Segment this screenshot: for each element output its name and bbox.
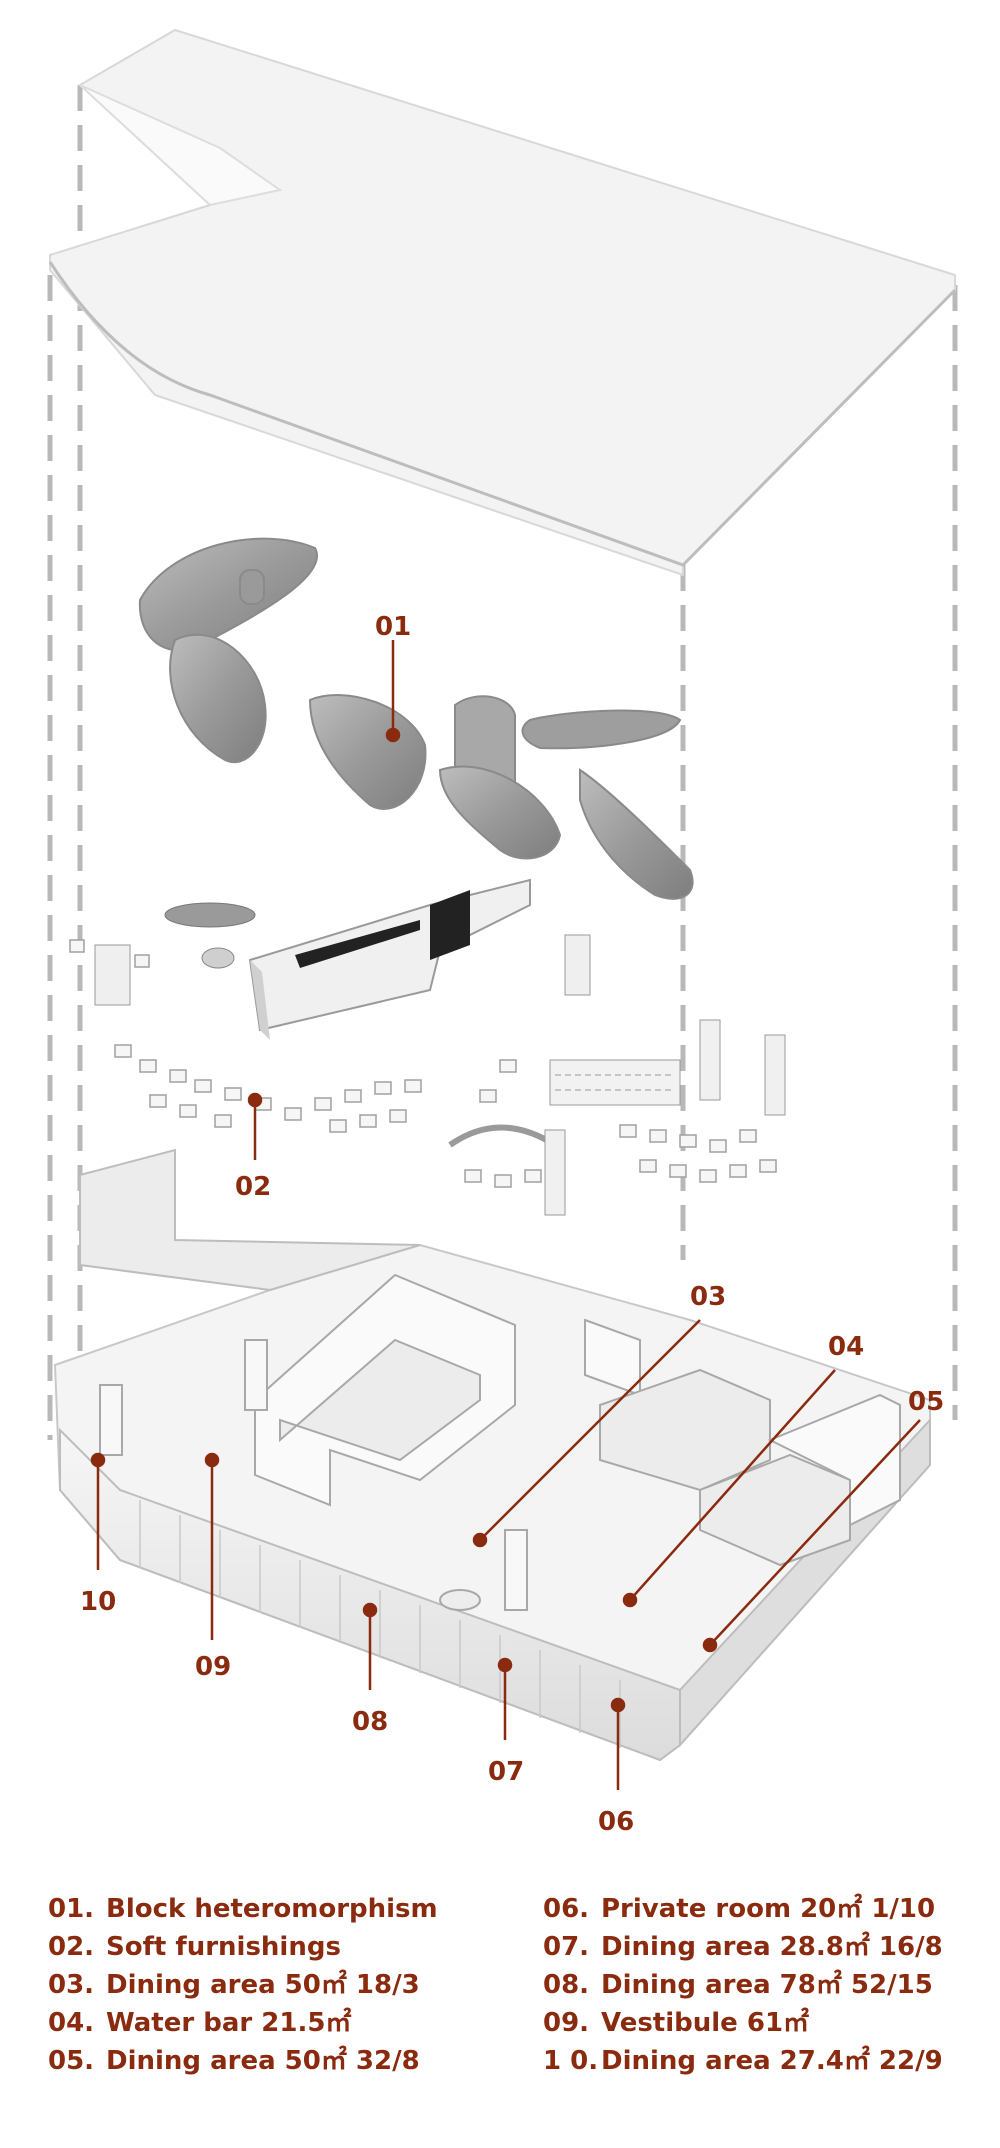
ceiling-petals — [138, 537, 694, 900]
shelving-unit-left — [94, 944, 131, 1006]
legend-item-08: 08.Dining area 78㎡ 52/15 — [543, 1970, 933, 2000]
legend-item-07: 07.Dining area 28.8㎡ 16/8 — [543, 1932, 943, 1962]
curved-bench — [448, 1124, 557, 1148]
callout-02: 02 — [235, 1172, 271, 1202]
facade-mullions — [139, 1500, 621, 1748]
roof-top — [49, 28, 956, 577]
petal-7 — [579, 768, 694, 900]
legend: 01.Block heteromorphism 02.Soft furnishi… — [48, 1890, 988, 2110]
legend-item-10: 1 0.Dining area 27.4㎡ 22/9 — [543, 2046, 943, 2076]
legend-item-01: 01.Block heteromorphism — [48, 1894, 438, 1924]
callout-labels: 01 02 03 04 05 06 07 08 09 10 — [80, 612, 944, 1837]
legend-item-05: 05.Dining area 50㎡ 32/8 — [48, 2046, 420, 2076]
room-05-walls — [767, 1393, 901, 1527]
petal-6 — [438, 765, 562, 860]
legend-item-06: 06.Private room 20㎡ 1/10 — [543, 1894, 936, 1924]
display-cabinet — [549, 1059, 681, 1106]
legend-column-left: 01.Block heteromorphism 02.Soft furnishi… — [48, 1890, 518, 2080]
round-column — [439, 1589, 481, 1611]
roof-edge — [48, 261, 957, 567]
bar-black-block — [430, 890, 470, 960]
legend-column-right: 06.Private room 20㎡ 1/10 07.Dining area … — [543, 1890, 1000, 2080]
ground-floor — [53, 1148, 931, 1762]
post-unit — [544, 1129, 566, 1216]
legend-item-09: 09.Vestibule 61㎡ — [543, 2008, 810, 2038]
room-04-walls — [699, 1453, 851, 1567]
callout-leaders — [90, 640, 921, 1790]
petal-1 — [138, 537, 318, 652]
entrance-ramp — [79, 1148, 421, 1292]
interior-walls — [99, 1273, 901, 1611]
column-2 — [99, 1384, 123, 1456]
round-table — [201, 947, 235, 969]
tall-cabinet-1 — [699, 1019, 721, 1101]
callout-08: 08 — [352, 1707, 388, 1737]
petal-3 — [308, 694, 427, 810]
room-03-walls — [599, 1368, 771, 1492]
petal-stem — [239, 569, 265, 605]
callout-05: 05 — [908, 1387, 944, 1417]
dining-sets — [69, 939, 777, 1188]
callout-01: 01 — [375, 612, 411, 642]
column-3 — [244, 1339, 268, 1411]
bar-side — [250, 960, 270, 1040]
callout-03: 03 — [690, 1282, 726, 1312]
callout-06: 06 — [598, 1807, 634, 1837]
oval-counter — [164, 902, 256, 928]
roof-slab — [48, 28, 957, 577]
column-1 — [504, 1529, 528, 1611]
legend-item-02: 02.Soft furnishings — [48, 1932, 341, 1962]
roof-upper-wing — [79, 84, 283, 207]
callout-09: 09 — [195, 1652, 231, 1682]
furniture-layer — [69, 878, 786, 1216]
bar-counter — [248, 878, 531, 1032]
shelving-unit-center — [564, 934, 591, 996]
legend-item-04: 04.Water bar 21.5㎡ — [48, 2008, 352, 2038]
petal-2 — [169, 633, 267, 763]
legend-item-03: 03.Dining area 50㎡ 18/3 — [48, 1970, 420, 2000]
callout-04: 04 — [828, 1332, 864, 1362]
callout-07: 07 — [488, 1757, 524, 1787]
callout-10: 10 — [80, 1587, 116, 1617]
tall-cabinet-2 — [764, 1034, 786, 1116]
petal-5 — [521, 709, 682, 750]
private-room-interior — [279, 1338, 481, 1462]
bar-black-top — [295, 920, 420, 968]
